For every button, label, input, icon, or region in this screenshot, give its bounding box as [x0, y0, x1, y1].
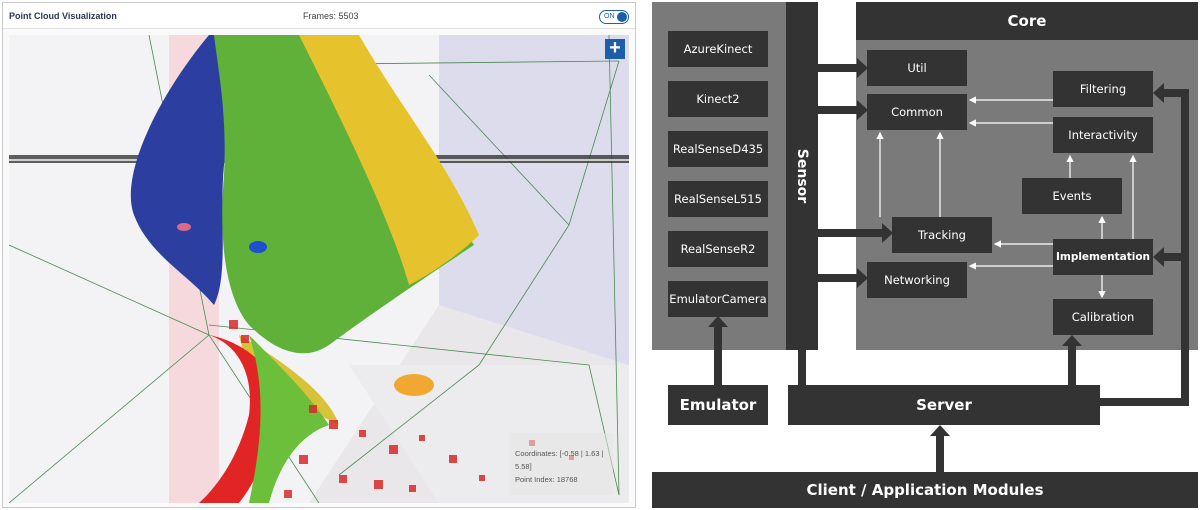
- blue-region: [130, 35, 244, 305]
- core-tracking[interactable]: Tracking: [892, 217, 992, 253]
- point-cloud-canvas[interactable]: + Coordinates: [-0.58 | 1.63 | 5.58] Poi…: [9, 35, 629, 503]
- client-application-block[interactable]: Client / Application Modules: [652, 472, 1198, 508]
- orange-blob: [394, 374, 434, 396]
- core-interactivity[interactable]: Interactivity: [1053, 117, 1153, 153]
- coordinates-text: Coordinates: [-0.58 | 1.63 | 5.58]: [515, 449, 604, 471]
- module-kinect2[interactable]: Kinect2: [668, 81, 768, 117]
- window-title: Point Cloud Visualization: [9, 11, 117, 21]
- scatter-points: [229, 320, 574, 498]
- core-networking[interactable]: Networking: [867, 262, 967, 298]
- module-azurekinect[interactable]: AzureKinect: [668, 31, 768, 67]
- frame-counter: Frames: 5503: [303, 11, 359, 21]
- server-block[interactable]: Server: [788, 385, 1100, 425]
- diagram-arrows: [708, 58, 1189, 472]
- core-events[interactable]: Events: [1022, 178, 1122, 214]
- core-implementation[interactable]: Implementation: [1053, 239, 1153, 275]
- core-util[interactable]: Util: [867, 50, 967, 86]
- lavender-plane: [439, 35, 629, 365]
- toggle-knob: [617, 12, 627, 22]
- window-header: Point Cloud Visualization Frames: 5503 O…: [3, 3, 635, 29]
- module-realsenser2[interactable]: RealSenseR2: [668, 231, 768, 267]
- on-toggle[interactable]: ON: [599, 10, 629, 24]
- toggle-label: ON: [604, 13, 615, 20]
- sensor-bar: [786, 2, 818, 350]
- coordinate-readout: Coordinates: [-0.58 | 1.63 | 5.58] Point…: [509, 433, 613, 495]
- module-realsensel515[interactable]: RealSenseL515: [668, 181, 768, 217]
- blue-marker: [249, 241, 267, 253]
- red-region: [199, 335, 273, 503]
- point-index-text: Point Index: 18768: [515, 475, 578, 484]
- core-header: Core: [856, 2, 1198, 40]
- core-filtering[interactable]: Filtering: [1053, 71, 1153, 107]
- module-realsensed435[interactable]: RealSenseD435: [668, 131, 768, 167]
- point-cloud-render: [9, 35, 629, 503]
- yellow-region: [299, 35, 479, 285]
- thick-arrows: [708, 58, 1189, 472]
- add-button[interactable]: +: [605, 38, 625, 59]
- thin-arrows: [876, 96, 1137, 299]
- architecture-diagram: Core Sensor AzureKinect Kinect2 RealSens…: [650, 0, 1200, 510]
- core-common[interactable]: Common: [867, 94, 967, 130]
- module-emulatorcamera[interactable]: EmulatorCamera: [668, 281, 768, 317]
- core-calibration[interactable]: Calibration: [1053, 299, 1153, 335]
- point-cloud-window: Point Cloud Visualization Frames: 5503 O…: [2, 2, 636, 508]
- emulator-block[interactable]: Emulator: [668, 385, 768, 425]
